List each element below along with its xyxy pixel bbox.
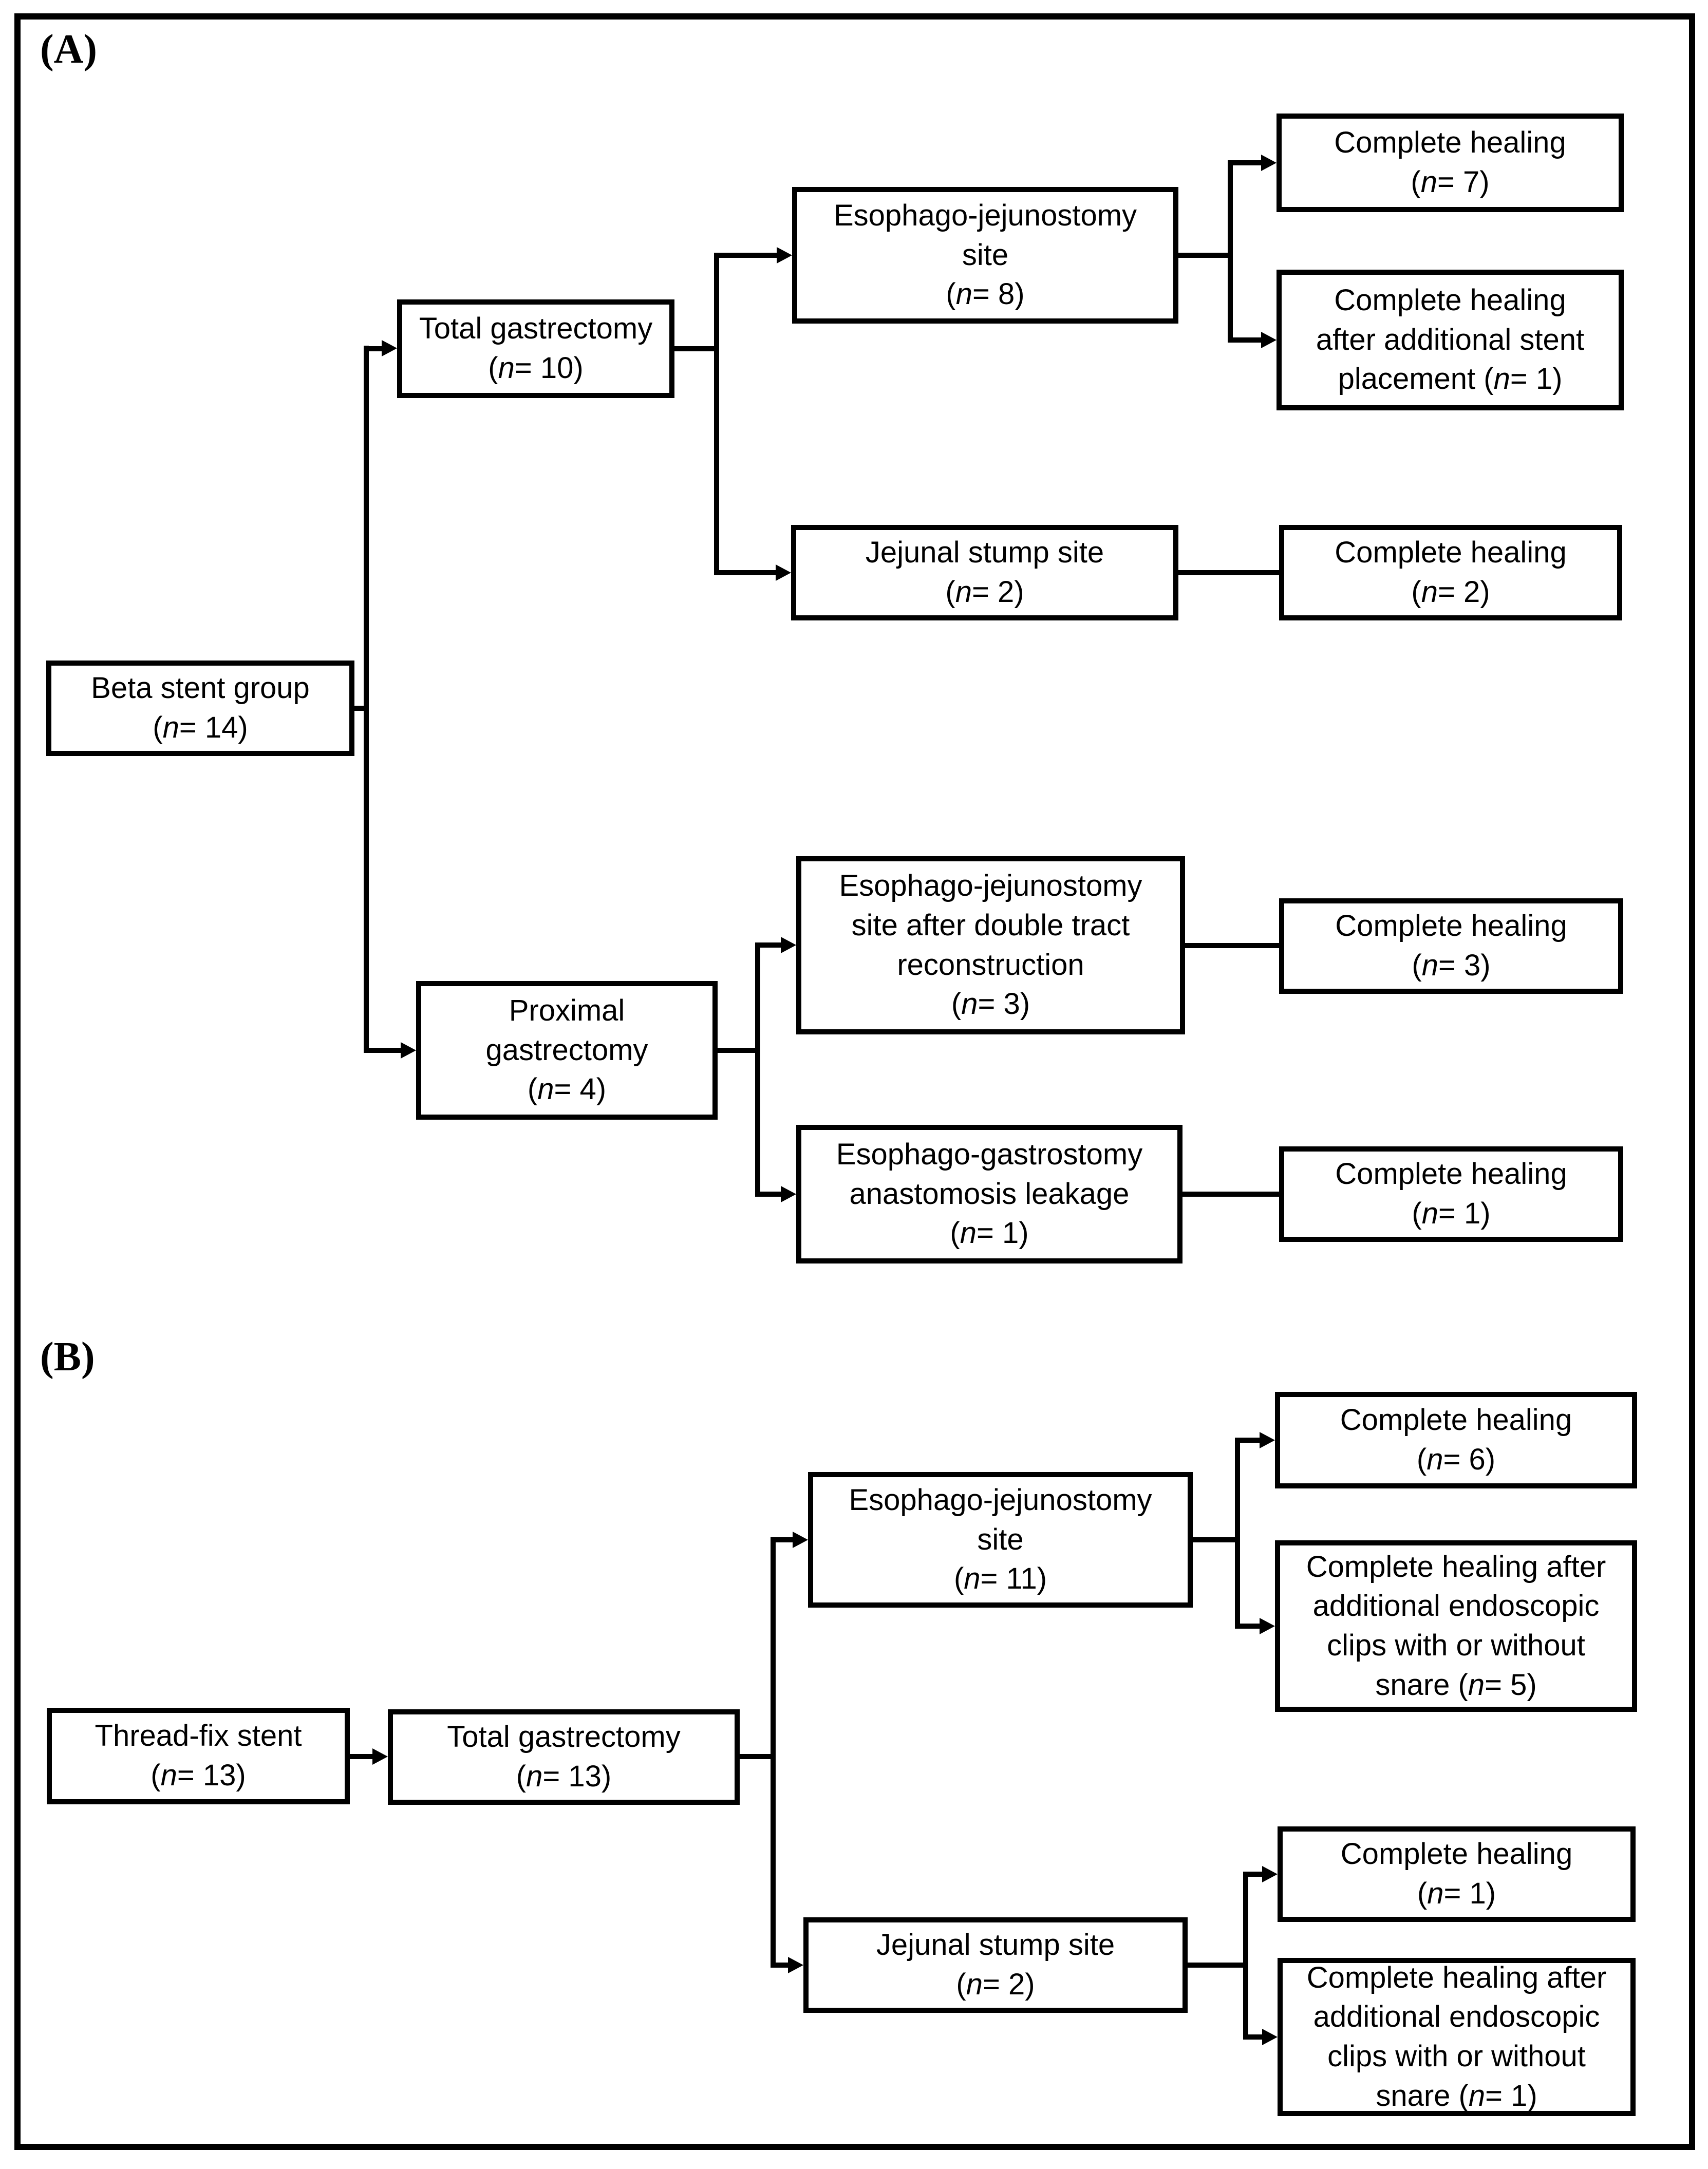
node-label: Total gastrectomy (n= 10)	[419, 312, 653, 385]
arrowhead-clips-1	[1262, 2029, 1278, 2045]
arrowhead-complete-healing-7	[1261, 155, 1277, 171]
arrowhead-proximal-gastrectomy	[401, 1042, 416, 1059]
node-esophago-jejunostomy-site-a: Esophago-jejunostomy site (n= 8)	[792, 187, 1178, 324]
connector-proximal-branch-vline	[755, 942, 760, 1197]
connector-ej-a-branch-vline	[1228, 160, 1233, 343]
node-label: Complete healing after additional endosc…	[1306, 1960, 1607, 2113]
connector-double-tract-to-healing-3	[1185, 943, 1279, 948]
node-label: Complete healing after additional endosc…	[1306, 1550, 1606, 1702]
connector-total-a-branch-vline	[714, 253, 719, 575]
node-esophago-gastrostomy-leakage: Esophago-gastrostomy anastomosis leakage…	[796, 1125, 1183, 1263]
arrowhead-complete-healing-after-stent	[1261, 332, 1277, 348]
node-complete-healing-1-a: Complete healing (n= 1)	[1279, 1146, 1623, 1242]
node-esophago-jejunostomy-site-b: Esophago-jejunostomy site (n= 11)	[808, 1472, 1193, 1608]
connector-jejunal-b-stub	[1188, 1963, 1248, 1968]
connector-threadfix-to-total	[350, 1754, 373, 1759]
node-thread-fix-stent: Thread-fix stent (n= 13)	[47, 1708, 350, 1804]
panel-a-label: (A)	[40, 27, 98, 72]
connector-to-complete-healing-after-stent	[1228, 337, 1262, 343]
node-complete-healing-6: Complete healing (n= 6)	[1275, 1392, 1637, 1488]
node-beta-stent-group: Beta stent group (n= 14)	[46, 661, 354, 756]
connector-ej-a-stub	[1178, 253, 1233, 258]
node-label: Esophago-jejunostomy site after double t…	[839, 869, 1142, 1021]
node-complete-healing-7: Complete healing (n= 7)	[1277, 114, 1624, 212]
node-label: Proximal gastrectomy (n= 4)	[485, 994, 648, 1106]
arrowhead-complete-healing-6	[1260, 1432, 1275, 1448]
node-label: Jejunal stump site (n= 2)	[876, 1928, 1115, 2001]
node-label: Esophago-gastrostomy anastomosis leakage…	[836, 1138, 1143, 1250]
node-label: Complete healing (n= 1)	[1335, 1157, 1567, 1230]
connector-ej-b-branch-vline	[1235, 1438, 1240, 1629]
node-label: Complete healing after additional stent …	[1316, 284, 1585, 396]
connector-to-proximal-gastrectomy	[364, 1048, 402, 1053]
connector-to-complete-healing-7	[1228, 160, 1262, 165]
connector-total-a-stub	[674, 346, 719, 351]
panel-b-label: (B)	[40, 1334, 95, 1380]
connector-beta-stub	[353, 706, 369, 711]
connector-proximal-stub	[718, 1048, 760, 1053]
connector-to-ej-site-a	[714, 253, 778, 258]
arrowhead-jejunal-stump-b	[788, 1957, 803, 1973]
node-complete-healing-2: Complete healing (n= 2)	[1279, 525, 1622, 620]
connector-jejunal-to-healing-2	[1178, 570, 1279, 575]
connector-to-jejunal-stump-b	[771, 1963, 789, 1968]
node-ej-site-double-tract: Esophago-jejunostomy site after double t…	[796, 856, 1185, 1034]
arrowhead-clips-5	[1260, 1618, 1275, 1634]
node-label: Complete healing (n= 1)	[1340, 1837, 1573, 1910]
connector-leakage-to-healing-1	[1183, 1192, 1279, 1197]
connector-to-eg-leakage	[755, 1192, 782, 1197]
connector-to-ej-double-tract	[755, 942, 782, 948]
figure-frame	[14, 13, 1695, 2150]
node-label: Complete healing (n= 6)	[1340, 1403, 1572, 1476]
node-jejunal-stump-site-b: Jejunal stump site (n= 2)	[803, 1917, 1188, 2013]
node-proximal-gastrectomy: Proximal gastrectomy (n= 4)	[416, 981, 718, 1120]
node-label: Jejunal stump site (n= 2)	[865, 536, 1104, 609]
arrowhead-ej-site-b	[793, 1532, 808, 1548]
node-label: Complete healing (n= 2)	[1335, 536, 1567, 609]
connector-total-b-stub	[740, 1754, 776, 1759]
node-complete-healing-3: Complete healing (n= 3)	[1279, 898, 1623, 994]
arrowhead-complete-healing-1b	[1262, 1866, 1278, 1882]
connector-jejunal-b-branch-vline	[1243, 1872, 1248, 2040]
connector-to-ej-site-b	[771, 1537, 794, 1542]
node-label: Complete healing (n= 7)	[1334, 126, 1566, 199]
node-label: Esophago-jejunostomy site (n= 11)	[849, 1483, 1152, 1596]
connector-to-complete-healing-1b	[1243, 1872, 1263, 1877]
node-complete-healing-clips-1: Complete healing after additional endosc…	[1278, 1958, 1636, 2116]
connector-to-complete-healing-6	[1235, 1438, 1261, 1443]
connector-total-b-branch-vline	[771, 1537, 776, 1968]
arrowhead-ej-double-tract	[781, 937, 796, 953]
node-label: Complete healing (n= 3)	[1335, 909, 1567, 982]
node-complete-healing-after-stent: Complete healing after additional stent …	[1277, 270, 1624, 410]
connector-to-jejunal-stump-a	[714, 570, 777, 575]
node-complete-healing-clips-5: Complete healing after additional endosc…	[1275, 1540, 1637, 1712]
node-label: Thread-fix stent (n= 13)	[95, 1719, 302, 1792]
connector-ej-b-stub	[1193, 1537, 1240, 1542]
node-label: Esophago-jejunostomy site (n= 8)	[833, 199, 1137, 311]
connector-to-clips-1	[1243, 2034, 1263, 2040]
node-total-gastrectomy-a: Total gastrectomy (n= 10)	[397, 299, 674, 398]
node-jejunal-stump-site-a: Jejunal stump site (n= 2)	[791, 525, 1178, 620]
node-total-gastrectomy-b: Total gastrectomy (n= 13)	[388, 1709, 740, 1805]
arrowhead-total-gastrectomy-a	[382, 340, 397, 356]
arrowhead-total-gastrectomy-b	[372, 1748, 388, 1765]
node-label: Beta stent group (n= 14)	[91, 671, 310, 744]
arrowhead-ej-site-a	[777, 247, 792, 263]
node-complete-healing-1-b: Complete healing (n= 1)	[1278, 1826, 1636, 1922]
arrowhead-eg-leakage	[781, 1186, 796, 1202]
arrowhead-jejunal-stump-a	[776, 564, 791, 581]
connector-beta-branch-vline	[364, 346, 369, 1053]
node-label: Total gastrectomy (n= 13)	[447, 1720, 681, 1793]
connector-to-clips-5	[1235, 1624, 1261, 1629]
connector-to-total-gastrectomy-a	[364, 346, 383, 351]
